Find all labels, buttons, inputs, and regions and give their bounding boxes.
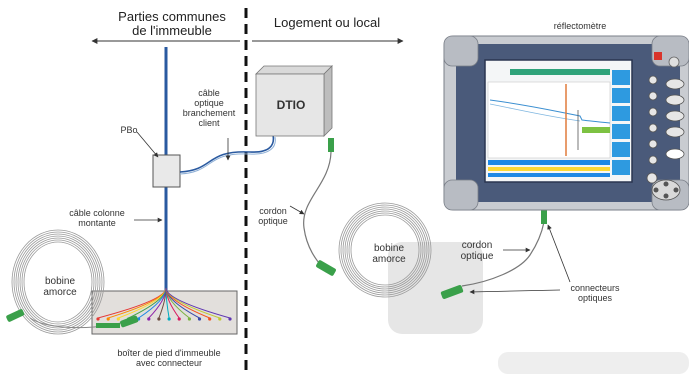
client-cable-line-2: optique bbox=[194, 98, 224, 108]
client-drop-cable bbox=[179, 134, 275, 173]
fanout-connector bbox=[177, 317, 181, 321]
cordon-left-leader bbox=[289, 205, 305, 215]
header-dwelling: Logement ou local bbox=[273, 15, 381, 30]
fanout-connector bbox=[116, 317, 120, 321]
client-cable-line-4: client bbox=[198, 118, 220, 128]
connecteurs-leader-1 bbox=[547, 224, 571, 283]
building-box-label: boîter de pied d'immeuble avec connecteu… bbox=[84, 348, 254, 368]
fanout-connector bbox=[187, 317, 191, 321]
connectors-line-1: connecteurs bbox=[570, 283, 620, 293]
pbo-label: PBo bbox=[120, 125, 138, 135]
building-box-line-1: boîter de pied d'immeuble bbox=[117, 348, 221, 358]
patch-cord-left bbox=[303, 151, 332, 273]
left-coil-line-1: bobine bbox=[44, 276, 76, 287]
connecteurs-leader-2 bbox=[469, 289, 561, 295]
patch-cord-left-line-1: cordon bbox=[259, 206, 287, 216]
client-cable-line-3: branchement bbox=[182, 108, 236, 118]
header-common-parts-2: de l'immeuble bbox=[132, 23, 212, 38]
pbo-box bbox=[152, 154, 181, 188]
shadow-box bbox=[388, 242, 483, 334]
fanout-connector bbox=[208, 317, 212, 321]
riser-cable-line-1: câble colonne bbox=[69, 208, 125, 218]
building-box-line-2: avec connecteur bbox=[135, 358, 203, 368]
right-launch-coil bbox=[338, 202, 432, 298]
dtio-box-side bbox=[323, 65, 333, 137]
left-coil-label: bobine amorce bbox=[36, 276, 84, 298]
left-launch-coil bbox=[11, 229, 105, 335]
pbo-leader bbox=[136, 131, 159, 158]
fanout-connector bbox=[157, 317, 161, 321]
fiber-fanout bbox=[96, 287, 232, 321]
patch-cord-right-line-1: cordon bbox=[461, 240, 493, 251]
fanout-connector bbox=[96, 317, 100, 321]
dtio-box bbox=[255, 73, 325, 137]
otdr-title: réflectomètre bbox=[553, 21, 607, 31]
left-connector-a bbox=[6, 309, 25, 322]
right-connector-a bbox=[316, 260, 336, 276]
fanout-fiber bbox=[165, 287, 231, 319]
patch-cord-right-label: cordon optique bbox=[448, 240, 506, 262]
left-coil-line-2: amorce bbox=[43, 287, 77, 298]
header-common-parts-1: Parties communes bbox=[118, 9, 226, 24]
fanout-connector bbox=[167, 317, 171, 321]
left-connector-b bbox=[120, 315, 139, 328]
shadow-box-bottom bbox=[498, 352, 689, 374]
fanout-connector bbox=[197, 317, 202, 321]
riser-cable-label: câble colonne montante bbox=[55, 208, 139, 228]
patch-cord-right-line-2: optique bbox=[460, 251, 494, 262]
client-cable-line-1: câble bbox=[198, 88, 220, 98]
fanout-connector bbox=[218, 317, 222, 321]
otdr-trace bbox=[489, 99, 611, 124]
otdr-dpad bbox=[651, 179, 681, 201]
right-coil-label: bobine amorce bbox=[365, 243, 413, 265]
riser-cable-line-2: montante bbox=[78, 218, 116, 228]
right-coil-line-1: bobine bbox=[373, 243, 405, 254]
patch-cord-left-line-2: optique bbox=[258, 216, 288, 226]
otdr-device bbox=[443, 35, 689, 211]
fanout-connector bbox=[228, 317, 232, 321]
otdr-connector bbox=[541, 208, 547, 224]
right-coil-line-2: amorce bbox=[372, 254, 406, 265]
connectors-line-2: optiques bbox=[577, 293, 613, 303]
patch-cord-left-label: cordon optique bbox=[248, 206, 298, 226]
fanout-connector bbox=[147, 317, 151, 321]
dtio-box-top bbox=[255, 65, 333, 75]
dtio-connector bbox=[328, 138, 334, 152]
connectors-label: connecteurs optiques bbox=[555, 283, 635, 303]
right-connector-b bbox=[440, 285, 464, 299]
client-cable-label: câble optique branchement client bbox=[178, 88, 240, 128]
patch-cord-right bbox=[461, 221, 545, 287]
fanout-connector bbox=[106, 317, 110, 321]
dtio-label: DTIO bbox=[276, 98, 306, 112]
